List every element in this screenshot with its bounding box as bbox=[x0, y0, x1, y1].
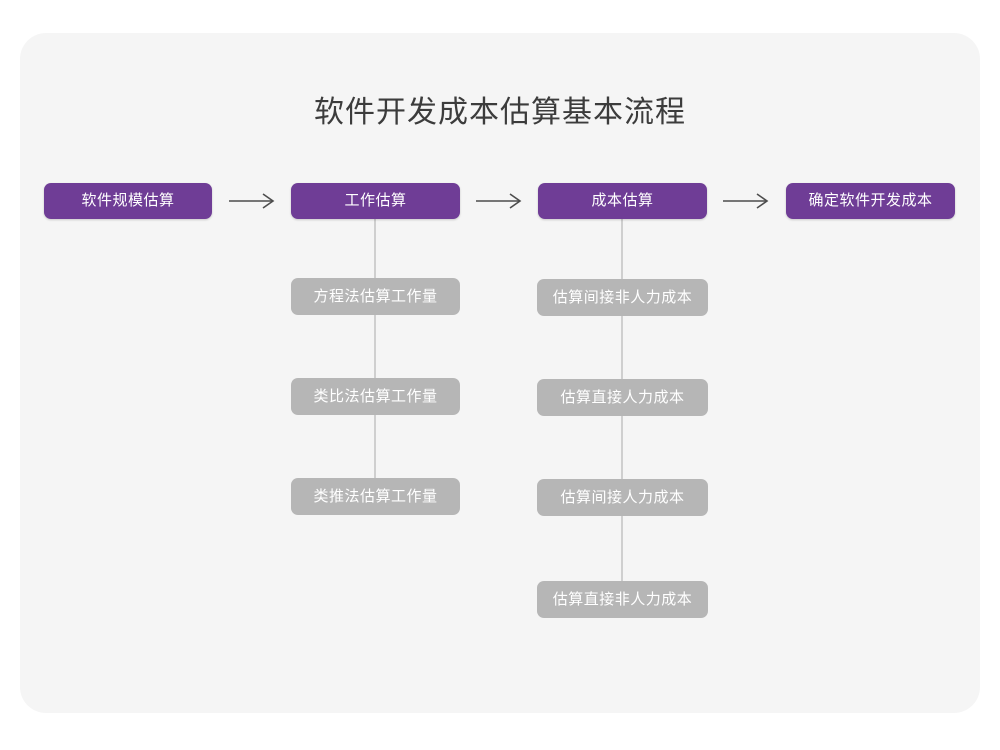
page-title: 软件开发成本估算基本流程 bbox=[314, 96, 686, 129]
sub-box-1-2[interactable]: 类比法估算工作量 bbox=[291, 378, 460, 415]
sub-box-2-1[interactable]: 估算间接非人力成本 bbox=[537, 279, 708, 316]
sub-box-1-1[interactable]: 方程法估算工作量 bbox=[291, 278, 460, 315]
sub-box-1-3[interactable]: 类推法估算工作量 bbox=[291, 478, 460, 515]
stage-box-1[interactable]: 软件规模估算 bbox=[44, 183, 212, 219]
diagram-canvas: 软件开发成本估算基本流程 软件规模估算 工作估算 成本估算 确定软件开发成本 方… bbox=[20, 33, 980, 713]
arrow-right-icon-2 bbox=[475, 191, 525, 211]
sub-box-2-3[interactable]: 估算间接人力成本 bbox=[537, 479, 708, 516]
stage-box-2[interactable]: 工作估算 bbox=[291, 183, 460, 219]
stage-box-4[interactable]: 确定软件开发成本 bbox=[786, 183, 955, 219]
arrow-right-icon-3 bbox=[722, 191, 772, 211]
connector-line-column-1 bbox=[374, 183, 376, 498]
stage-box-3[interactable]: 成本估算 bbox=[538, 183, 707, 219]
arrow-right-icon-1 bbox=[228, 191, 278, 211]
sub-box-2-4[interactable]: 估算直接非人力成本 bbox=[537, 581, 708, 618]
sub-box-2-2[interactable]: 估算直接人力成本 bbox=[537, 379, 708, 416]
